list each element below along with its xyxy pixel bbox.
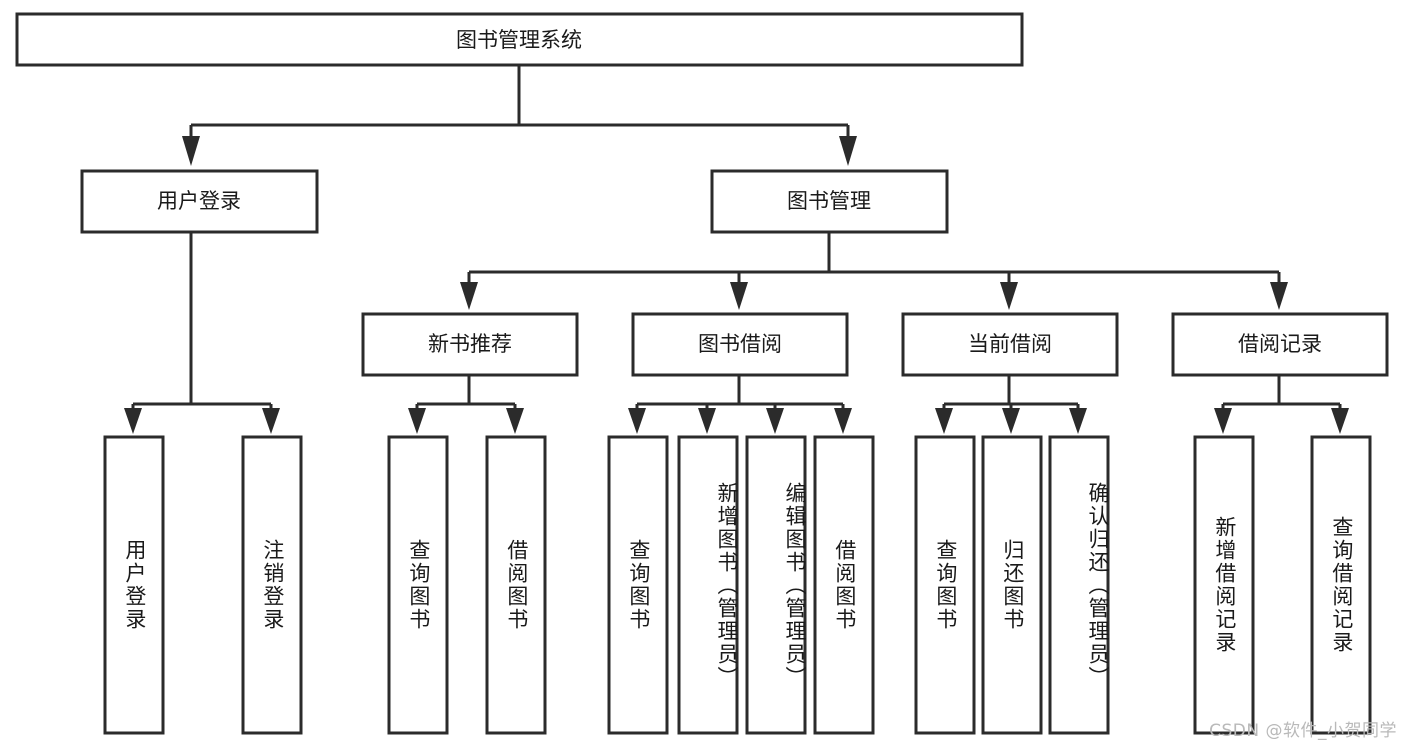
leaf-box-borrow-book-2[interactable]	[813, 435, 875, 735]
arrow-head-leaf-query-book-3	[935, 408, 953, 434]
arrow-head-leaf-query-record	[1331, 408, 1349, 434]
arrow-head-current-borrow	[1000, 282, 1018, 310]
leaf-box-edit-book[interactable]	[745, 435, 807, 735]
arrow-head-user-login	[182, 136, 200, 166]
node-book-management-label: 图书管理	[787, 189, 871, 213]
node-new-book-recommend[interactable]: 新书推荐	[361, 312, 579, 377]
arrow-head-leaf-add-record	[1214, 408, 1232, 434]
node-borrow-record-box[interactable]	[1171, 312, 1389, 377]
leaf-box-query-book-2[interactable]	[607, 435, 669, 735]
leaf-box-return-book[interactable]	[981, 435, 1043, 735]
node-root[interactable]: 图书管理系统	[15, 12, 1024, 67]
node-new-book-recommend-box[interactable]	[361, 312, 579, 377]
node-new-book-recommend-label: 新书推荐	[428, 332, 512, 356]
node-user-login-box[interactable]	[80, 169, 319, 234]
leaf-box-query-record[interactable]	[1310, 435, 1372, 735]
node-borrow-record[interactable]: 借阅记录	[1171, 312, 1389, 377]
connector-group-book-borrow	[628, 375, 852, 434]
arrow-head-leaf-borrow-book-2	[834, 408, 852, 434]
arrow-head-book-borrow	[730, 282, 748, 310]
leaf-box-confirm-return[interactable]	[1048, 435, 1110, 735]
node-book-borrow-label: 图书借阅	[698, 332, 782, 356]
arrow-head-leaf-return-book	[1002, 408, 1020, 434]
node-book-borrow[interactable]: 图书借阅	[631, 312, 849, 377]
leaf-box-query-book-1[interactable]	[387, 435, 449, 735]
arrow-head-book-management	[839, 136, 857, 166]
leaf-box-add-book[interactable]	[677, 435, 739, 735]
connector-group-book-management	[460, 232, 1288, 310]
arrow-head-leaf-add-book	[698, 408, 716, 434]
leaf-box-user-login[interactable]	[103, 435, 165, 735]
node-borrow-record-label: 借阅记录	[1238, 332, 1322, 356]
arrow-head-leaf-query-book-1	[408, 408, 426, 434]
node-book-borrow-box[interactable]	[631, 312, 849, 377]
node-book-management-box[interactable]	[710, 169, 949, 234]
connector-group-root	[182, 65, 857, 166]
node-user-login[interactable]: 用户登录	[80, 169, 319, 234]
connector-group-user-login	[124, 232, 280, 434]
node-current-borrow-label: 当前借阅	[968, 332, 1052, 356]
leaf-box-logout-login[interactable]	[241, 435, 303, 735]
leaf-box-add-record[interactable]	[1193, 435, 1255, 735]
arrow-head-leaf-borrow-book-1	[506, 408, 524, 434]
csdn-watermark: CSDN @软件_小贺同学	[1209, 721, 1397, 741]
arrow-head-leaf-confirm-return	[1069, 408, 1087, 434]
node-book-management[interactable]: 图书管理	[710, 169, 949, 234]
node-current-borrow-box[interactable]	[901, 312, 1119, 377]
arrow-head-leaf-edit-book	[766, 408, 784, 434]
arrow-head-leaf-logout-login	[262, 408, 280, 434]
arrow-head-borrow-record	[1270, 282, 1288, 310]
leaf-box-borrow-book-1[interactable]	[485, 435, 547, 735]
leaf-boxes	[103, 435, 1372, 735]
node-root-label: 图书管理系统	[456, 28, 582, 52]
arrow-head-leaf-user-login	[124, 408, 142, 434]
arrow-head-new-book-recommend	[460, 282, 478, 310]
node-root-box[interactable]	[15, 12, 1024, 67]
connector-group-borrow-record	[1214, 375, 1349, 434]
arrow-head-leaf-query-book-2	[628, 408, 646, 434]
connector-group-new-book-recommend	[408, 375, 524, 434]
leaf-box-query-book-3[interactable]	[914, 435, 976, 735]
node-current-borrow[interactable]: 当前借阅	[901, 312, 1119, 377]
node-user-login-label: 用户登录	[157, 189, 241, 213]
connector-group-current-borrow	[935, 375, 1087, 434]
